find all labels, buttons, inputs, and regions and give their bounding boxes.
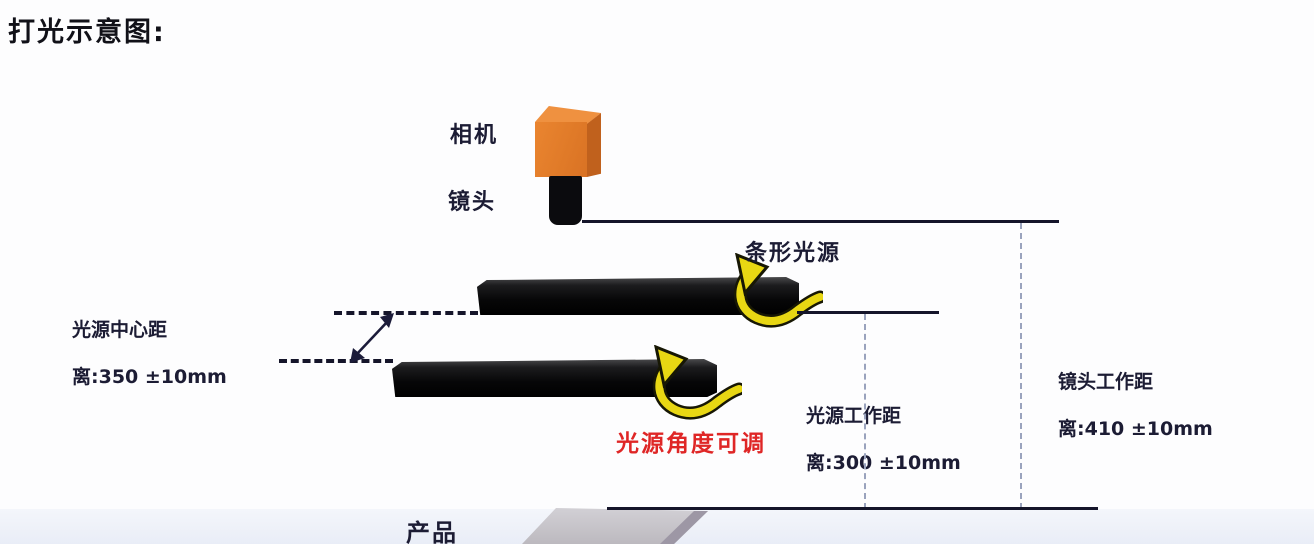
lens-working-distance-line1: 镜头工作距 [1058,371,1154,394]
angle-adjustable-note: 光源角度可调 [616,431,766,457]
bar-light-label: 条形光源 [745,241,842,266]
page-title: 打光示意图: [8,17,166,48]
product-label: 产品 [406,519,458,544]
center-distance-dashed-line-lower [279,359,393,363]
rotation-arrow-icon [652,345,742,420]
camera-side-face [587,113,601,177]
camera-body [535,122,587,177]
light-center-distance-line2: 离:350 ±10mm [72,365,227,388]
rotation-arrow-icon [733,253,823,328]
lens-working-distance-line2: 离:410 ±10mm [1058,417,1213,440]
bar-level-reference-line [797,311,939,314]
product-surface-line [607,507,1098,510]
lens-body [549,176,582,225]
center-distance-dashed-line-upper [334,311,478,315]
product-shape [522,508,708,544]
light-working-distance-line1: 光源工作距 [806,405,902,428]
light-center-distance-label: 光源中心距 离:350 ±10mm [72,296,227,412]
light-working-distance-dashed-line [864,314,866,509]
light-working-distance-label: 光源工作距 离:300 ±10mm [806,382,961,498]
lens-working-distance-dashed-line [1020,223,1022,509]
lens-working-distance-label: 镜头工作距 离:410 ±10mm [1058,348,1213,464]
lens-label: 镜头 [448,190,497,215]
double-arrow-icon [350,313,394,363]
lens-reference-line [582,220,1059,223]
camera-label: 相机 [450,123,499,148]
light-center-distance-line1: 光源中心距 [72,319,168,342]
light-working-distance-line2: 离:300 ±10mm [806,451,961,474]
